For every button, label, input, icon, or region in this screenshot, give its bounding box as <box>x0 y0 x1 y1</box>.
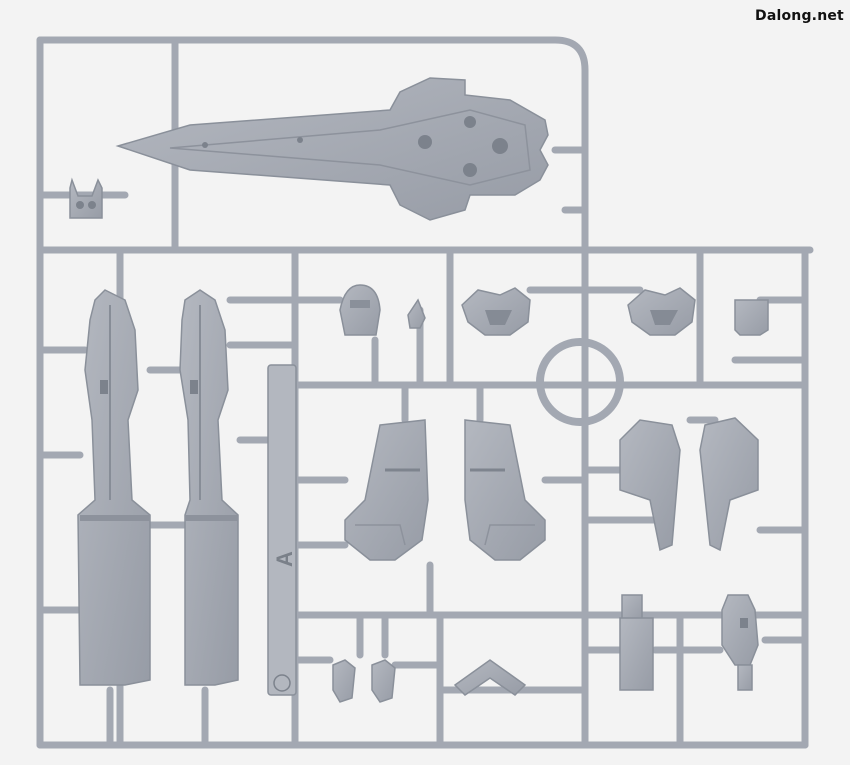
joint-part <box>721 594 759 691</box>
beam-part-left <box>77 289 151 686</box>
side-armor-left <box>619 419 681 552</box>
small-fin-part <box>407 298 426 329</box>
clip-part <box>69 177 103 219</box>
blade-part <box>115 77 549 221</box>
runner-tag <box>267 364 297 696</box>
runner-ring <box>536 338 624 426</box>
block-part <box>734 299 769 336</box>
shoulder-cap-right <box>627 287 696 336</box>
shoulder-cap-left <box>461 287 531 336</box>
helmet-part <box>339 284 381 336</box>
shield-mount-part <box>619 594 654 691</box>
skirt-armor-right <box>464 419 546 561</box>
small-part-2 <box>371 659 396 703</box>
watermark-text: Dalong.net <box>755 8 844 24</box>
skirt-armor-left <box>344 419 429 561</box>
side-armor-right <box>699 417 759 552</box>
runner-frame <box>36 36 814 749</box>
runner-letter: A <box>272 551 297 567</box>
v-frame-part <box>453 659 527 696</box>
beam-part-right <box>179 289 239 686</box>
small-part-1 <box>332 659 356 703</box>
